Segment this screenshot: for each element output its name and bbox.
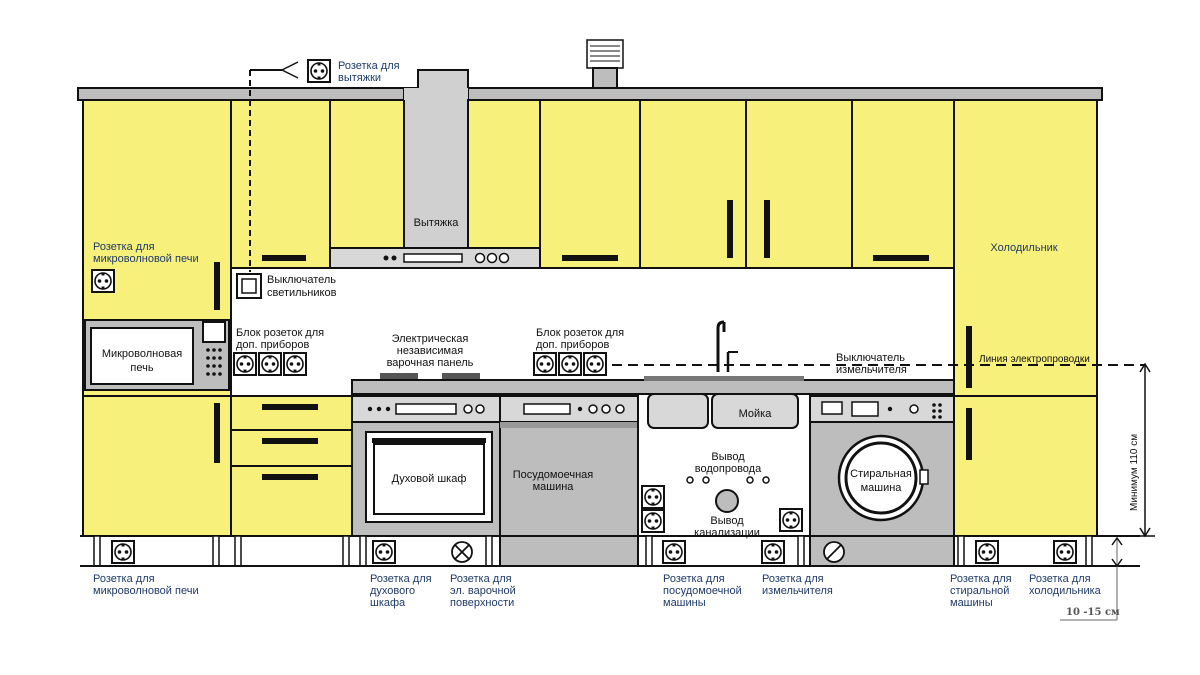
socket-block-label: доп. приборов	[236, 339, 309, 351]
upper-cabinet	[745, 99, 853, 269]
socket-label: Розетка для	[450, 573, 512, 585]
socket-label: Розетка для	[663, 573, 725, 585]
faucet-icon	[716, 320, 738, 372]
socket-label: Розетка для	[93, 573, 155, 585]
socket-crossed-icon	[823, 541, 845, 563]
floor-gap-label: 10 -15 см	[1066, 607, 1120, 618]
socket-label: посудомоечной	[663, 585, 742, 597]
hob-label: независимая	[397, 345, 463, 357]
socket-icon	[533, 352, 557, 376]
microwave-label: печь	[130, 362, 153, 374]
microwave-socket-label: микроволновой печи	[93, 253, 199, 265]
tall-cabinet-left	[82, 99, 232, 537]
socket-label: стиральной	[950, 585, 1009, 597]
socket-label: поверхности	[450, 597, 514, 609]
wiring-line-label: Линия электропроводки	[979, 354, 1090, 365]
socket-label: машины	[950, 597, 993, 609]
hob-label: Электрическая	[392, 333, 469, 345]
socket-label: микроволновой печи	[93, 585, 199, 597]
handle	[214, 403, 220, 463]
socket-icon	[558, 352, 582, 376]
socket-icon	[761, 540, 785, 564]
floor-gap-dimension	[1060, 536, 1123, 621]
oven-label: Духовой шкаф	[392, 473, 467, 485]
dishwasher-label: машина	[533, 481, 575, 493]
sink-label: Мойка	[739, 408, 773, 420]
min-height-dimension	[1100, 362, 1155, 538]
socket-label: Розетка для	[950, 573, 1012, 585]
socket-label: машины	[663, 597, 706, 609]
socket-label: холодильника	[1029, 585, 1102, 597]
washer-label: Стиральная	[850, 468, 912, 480]
socket-block-label: Блок розеток для	[236, 327, 324, 339]
upper-cabinet	[329, 99, 405, 249]
light-switch-label: светильников	[267, 287, 337, 299]
upper-cabinet	[467, 99, 541, 249]
sink-bowl	[647, 393, 709, 429]
hood-socket-label: Розетка для	[338, 60, 400, 72]
upper-cabinet	[230, 99, 331, 269]
vent-icon	[586, 39, 624, 69]
drain-outlet	[715, 489, 739, 513]
fridge-label: Холодильник	[990, 242, 1057, 254]
socket-label: Розетка для	[370, 573, 432, 585]
socket-icon	[779, 508, 803, 532]
washer-label: машина	[861, 482, 903, 494]
min-height-label: Минимум 110 см	[1129, 434, 1140, 511]
socket-icon	[975, 540, 999, 564]
handle	[214, 262, 220, 310]
socket-icon	[283, 352, 307, 376]
water-outlet-label: Вывод	[711, 451, 745, 463]
socket-icon	[258, 352, 282, 376]
socket-icon	[91, 269, 115, 293]
drain-outlet-label: канализации	[694, 527, 760, 539]
socket-crossed-icon	[451, 541, 473, 563]
microwave-label: Микроволновая	[102, 348, 182, 360]
socket-icon	[662, 540, 686, 564]
water-outlet-label: водопровода	[695, 463, 762, 475]
microwave-socket-label: Розетка для	[93, 241, 155, 253]
top-cornice-right	[454, 87, 1103, 101]
socket-icon	[641, 485, 665, 509]
hood-label: Вытяжка	[414, 217, 460, 229]
grinder-switch-label: измельчителя	[836, 364, 907, 376]
top-cornice-left	[77, 87, 419, 101]
upper-cabinet	[539, 99, 641, 269]
socket-icon	[111, 540, 135, 564]
socket-block-label: доп. приборов	[536, 339, 609, 351]
socket-icon	[307, 59, 331, 83]
grinder-switch-label: Выключатель	[836, 352, 905, 364]
hob-label: варочная панель	[387, 357, 474, 369]
socket-icon	[1053, 540, 1077, 564]
socket-label: Розетка для	[1029, 573, 1091, 585]
socket-icon	[372, 540, 396, 564]
dishwasher-label: Посудомоечная	[513, 469, 594, 481]
upper-cabinet	[851, 99, 955, 269]
socket-label: эл. варочной	[450, 585, 516, 597]
socket-label: Розетка для	[762, 573, 824, 585]
socket-label: измельчителя	[762, 585, 833, 597]
sink-bowl	[711, 393, 799, 429]
fridge	[953, 99, 1098, 537]
light-switch-label: Выключатель	[267, 274, 336, 286]
socket-label: духового	[370, 585, 415, 597]
switch-icon	[236, 273, 262, 299]
socket-block-label: Блок розеток для	[536, 327, 624, 339]
drain-outlet-label: Вывод	[710, 515, 744, 527]
vent-duct	[592, 67, 618, 91]
socket-icon	[641, 509, 665, 533]
countertop	[351, 379, 955, 395]
socket-icon	[583, 352, 607, 376]
socket-label: шкафа	[370, 597, 406, 609]
socket-icon	[233, 352, 257, 376]
hood-socket-label: вытяжки	[338, 72, 381, 84]
